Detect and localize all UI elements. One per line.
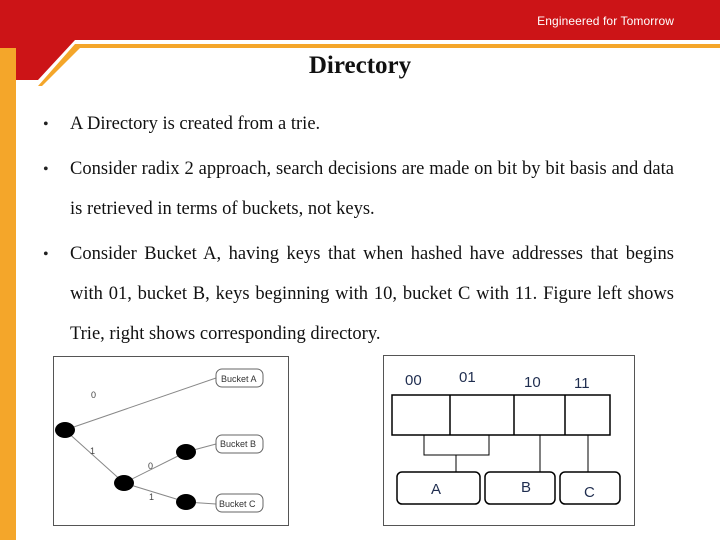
trie-edge-label: 1 (90, 446, 95, 456)
directory-diagram: 00 01 10 11 A B C (391, 369, 621, 505)
trie-leaf-node (176, 444, 196, 460)
directory-address-label: 11 (574, 375, 590, 392)
trie-edge (123, 451, 187, 484)
bullet-text-2: Consider radix 2 approach, search decisi… (70, 159, 674, 219)
directory-pointer (423, 435, 490, 456)
bullet-marker: • (43, 116, 49, 133)
directory-figure: 00 01 10 11 A B C (383, 355, 635, 526)
bucket-box (215, 493, 264, 513)
trie-diagram: 0 1 0 1 Bucket A Bucket B Bucket C (55, 368, 264, 513)
bucket-label: Bucket C (219, 499, 256, 509)
bullet-marker: • (43, 246, 49, 263)
trie-edge (64, 377, 217, 431)
brand-tagline: Engineered for Tomorrow (537, 14, 674, 28)
slide-title: Directory (308, 52, 412, 79)
bucket-c-label: C (584, 484, 595, 501)
bucket-a-box (396, 471, 481, 505)
trie-root-node (55, 422, 75, 438)
trie-edge (123, 482, 187, 503)
directory-address-label: 00 (405, 372, 422, 389)
trie-figure: 0 1 0 1 Bucket A Bucket B Bucket C (53, 356, 289, 526)
directory-address-label: 10 (524, 374, 541, 391)
slide-header: Engineered for Tomorrow (0, 0, 720, 90)
trie-node (114, 475, 134, 491)
bucket-a-label: A (431, 481, 441, 498)
left-accent-stripe (0, 48, 16, 540)
bucket-label: Bucket A (221, 374, 257, 384)
trie-edge (64, 429, 125, 484)
trie-edge-label: 1 (149, 492, 154, 502)
bucket-box (215, 434, 264, 454)
directory-address-label: 01 (459, 369, 476, 386)
bucket-b-label: B (521, 479, 531, 496)
bullet-text-1: A Directory is created from a trie. (70, 114, 321, 134)
bucket-b-box (484, 471, 556, 505)
header-banner (0, 0, 720, 86)
bullet-text-3: Consider Bucket A, having keys that when… (70, 244, 674, 344)
trie-edge-label: 0 (91, 390, 96, 400)
bucket-label: Bucket B (220, 439, 256, 449)
bullet-marker: • (43, 161, 49, 178)
bucket-c-box (559, 471, 621, 505)
bucket-box (215, 368, 264, 388)
directory-array (391, 394, 611, 436)
trie-edge-label: 0 (148, 461, 153, 471)
trie-leaf-node (176, 494, 196, 510)
